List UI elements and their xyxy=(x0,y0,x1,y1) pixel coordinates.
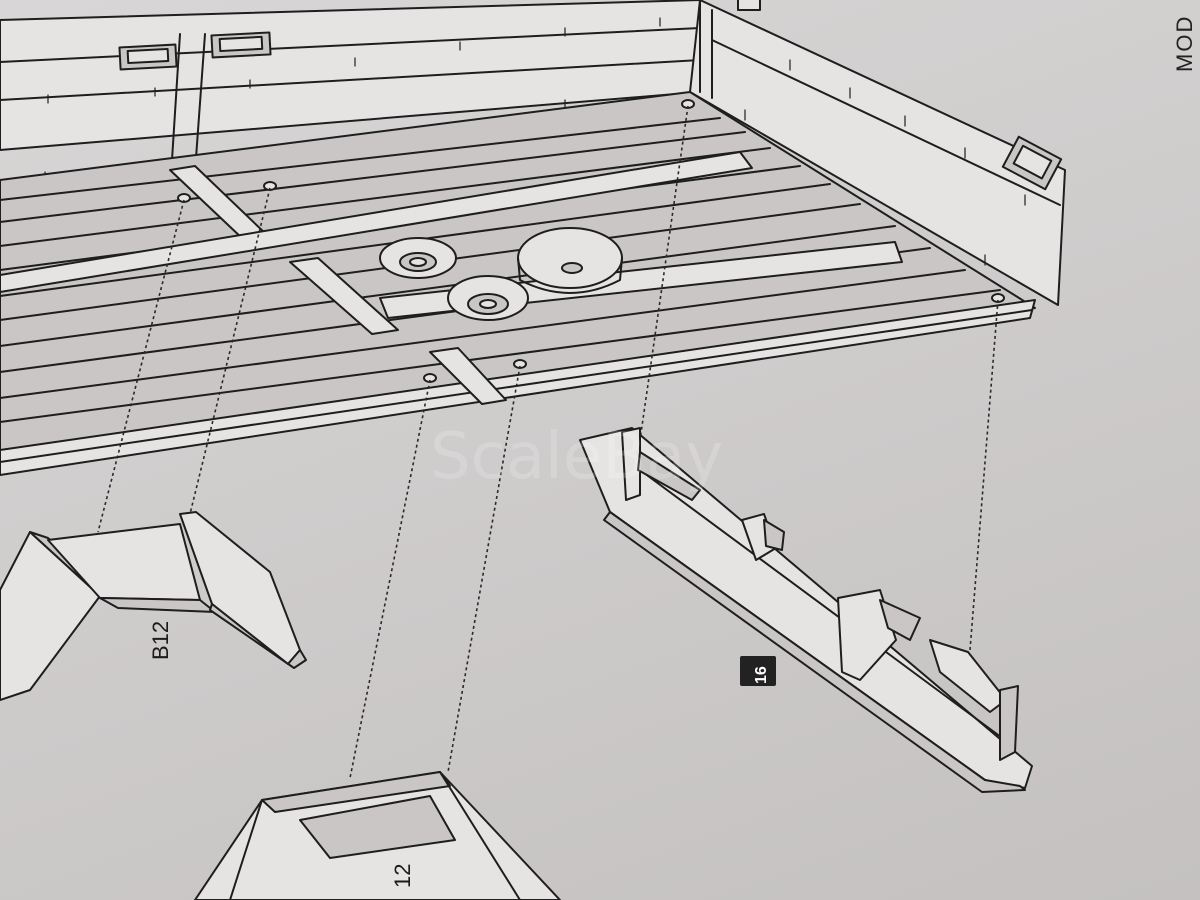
round-spacer-small-b xyxy=(447,275,529,321)
wall-latch-left xyxy=(118,43,178,71)
mounting-holes xyxy=(177,99,1005,383)
cross-members xyxy=(169,165,507,405)
part-16-side-rail xyxy=(579,427,1033,793)
watermark-text: ScaleBay xyxy=(430,420,723,494)
part-12-bracket xyxy=(194,771,561,900)
corner-brand-text: MOD xyxy=(1172,15,1197,72)
bed-rim xyxy=(0,299,1036,476)
step-badge-number: 16 xyxy=(753,666,770,684)
wall-latch-right xyxy=(210,31,272,59)
truck-bed xyxy=(0,0,1066,476)
round-spacer-small-a xyxy=(379,237,457,279)
round-spacer-large xyxy=(517,227,623,294)
side-latch xyxy=(1001,135,1063,191)
floor-rail-upper xyxy=(0,151,753,293)
part-label-b12: B12 xyxy=(148,621,173,660)
part-b12-bracket xyxy=(0,511,307,701)
bed-side-wall xyxy=(689,0,1066,306)
assembly-guides xyxy=(97,105,999,779)
step-badge: 16 xyxy=(740,656,776,686)
part-label-12: 12 xyxy=(390,864,415,888)
bed-floor xyxy=(0,91,1036,471)
